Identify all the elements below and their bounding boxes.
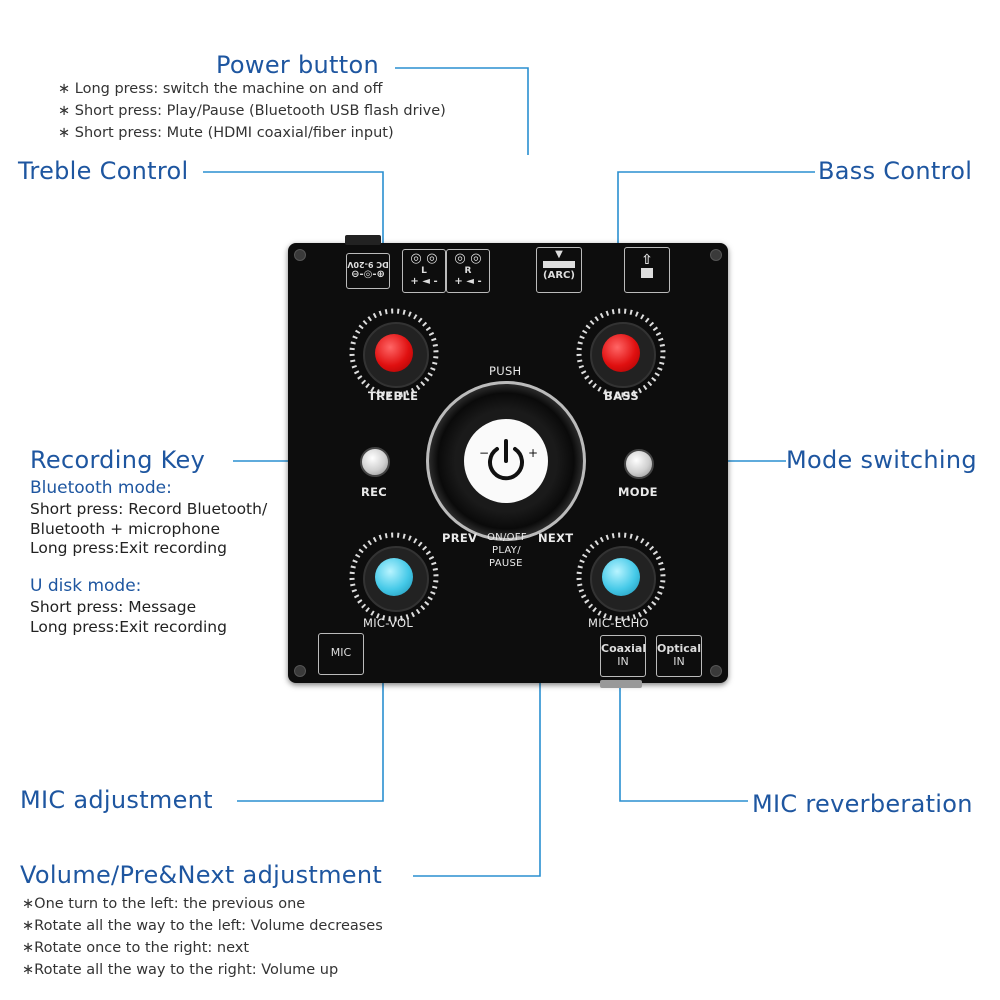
bass-scale-icon bbox=[576, 308, 666, 398]
onoff-label: ON/OFF bbox=[487, 532, 527, 543]
bluetooth-mode-lines: Short press: Record Bluetooth/ Bluetooth… bbox=[30, 500, 267, 559]
rec-label: REC bbox=[361, 485, 388, 499]
usb-icon: ⇧ bbox=[641, 252, 653, 268]
mic-reverberation-title: MIC reverberation bbox=[752, 790, 973, 818]
coaxial-in-label: IN bbox=[617, 655, 629, 668]
bluetooth-mode-heading: Bluetooth mode: bbox=[30, 478, 172, 498]
volume-note: ∗Rotate all the way to the left: Volume … bbox=[22, 918, 383, 934]
volume-note: ∗One turn to the left: the previous one bbox=[22, 896, 306, 912]
hdmi-arc-port[interactable]: ▼ (ARC) bbox=[536, 247, 582, 293]
mode-label: MODE bbox=[618, 485, 658, 499]
bass-control-title: Bass Control bbox=[818, 157, 973, 185]
svg-text:−: − bbox=[479, 446, 489, 460]
mode-switching-title: Mode switching bbox=[786, 446, 977, 474]
mic-vol-label: MIC-VOL bbox=[363, 616, 414, 630]
screw-icon bbox=[710, 249, 722, 261]
rec-button[interactable] bbox=[360, 447, 390, 477]
terminal-screws-icon: ◎ ◎ bbox=[410, 251, 438, 266]
optical-label: Optical bbox=[657, 642, 701, 655]
volume-note: ∗Rotate all the way to the right: Volume… bbox=[22, 962, 339, 978]
mic-port[interactable]: MIC bbox=[318, 633, 364, 675]
udisk-mode-heading: U disk mode: bbox=[30, 576, 142, 596]
udisk-line: Long press:Exit recording bbox=[30, 617, 227, 636]
volume-adjustment-title: Volume/Pre&Next adjustment bbox=[20, 861, 383, 889]
bt-line: Bluetooth + microphone bbox=[30, 519, 221, 538]
terminal-screws-icon: ◎ ◎ bbox=[454, 251, 482, 266]
power-icon: − + bbox=[479, 439, 538, 481]
playpause-label: PLAY/ bbox=[492, 545, 521, 556]
volume-note: ∗Rotate once to the right: next bbox=[22, 940, 250, 956]
playpause-label: PAUSE bbox=[489, 558, 523, 569]
speaker-terminal-right[interactable]: ◎ ◎ R + ◄ - bbox=[446, 249, 490, 293]
arc-label: (ARC) bbox=[543, 270, 575, 281]
optical-in-label: IN bbox=[673, 655, 685, 668]
prev-label: PREV bbox=[442, 531, 478, 545]
dc-power-port[interactable]: DC 9-20V ⊖-◎-⊕ bbox=[346, 253, 390, 289]
hdmi-slot-icon bbox=[543, 261, 575, 268]
usb-plug-icon bbox=[641, 268, 653, 278]
usb-port[interactable]: ⇧ bbox=[624, 247, 670, 293]
svg-text:+: + bbox=[528, 446, 538, 460]
bass-label: BASS bbox=[604, 389, 639, 403]
mode-button[interactable] bbox=[624, 449, 654, 479]
mic-vol-scale-icon bbox=[349, 532, 439, 622]
speaker-terminal-left[interactable]: ◎ ◎ L + ◄ - bbox=[402, 249, 446, 293]
coaxial-input-port[interactable]: Coaxial IN bbox=[600, 635, 646, 677]
treble-label: TREBLE bbox=[368, 389, 419, 403]
power-leader bbox=[395, 67, 529, 155]
volume-knob[interactable]: − + bbox=[426, 381, 586, 541]
speaker-right-label: R bbox=[464, 266, 472, 276]
power-note: ∗ Long press: switch the machine on and … bbox=[58, 81, 383, 97]
coaxial-label: Coaxial bbox=[601, 642, 647, 655]
screw-icon bbox=[294, 665, 306, 677]
mic-port-label: MIC bbox=[330, 646, 352, 659]
mic-echo-scale-icon bbox=[576, 532, 666, 622]
volume-notes: ∗One turn to the left: the previous one … bbox=[22, 893, 383, 981]
speaker-left-label: L bbox=[421, 266, 427, 276]
treble-control-title: Treble Control bbox=[18, 157, 189, 185]
dc-label: DC 9-20V bbox=[347, 260, 389, 269]
treble-knob[interactable] bbox=[375, 334, 413, 372]
dc-polarity-icon: ⊖-◎-⊕ bbox=[351, 269, 385, 280]
power-note: ∗ Short press: Play/Pause (Bluetooth USB… bbox=[58, 103, 446, 119]
speaker-icon: + ◄ - bbox=[454, 276, 482, 287]
bass-knob[interactable] bbox=[602, 334, 640, 372]
optical-input-port[interactable]: Optical IN bbox=[656, 635, 702, 677]
bottom-jack-stub bbox=[600, 680, 642, 688]
screw-icon bbox=[710, 665, 722, 677]
recording-key-title: Recording Key bbox=[30, 446, 206, 474]
bt-line: Short press: Record Bluetooth/ bbox=[30, 500, 268, 518]
mic-adjustment-title: MIC adjustment bbox=[20, 786, 213, 814]
mic-vol-knob[interactable] bbox=[375, 558, 413, 596]
speaker-icon: + ◄ - bbox=[410, 276, 438, 287]
power-notes: ∗ Long press: switch the machine on and … bbox=[58, 78, 446, 144]
mic-echo-label: MIC-ECHO bbox=[588, 616, 649, 630]
power-button[interactable]: − + bbox=[464, 419, 548, 503]
mic-echo-knob[interactable] bbox=[602, 558, 640, 596]
push-label: PUSH bbox=[489, 364, 522, 378]
bt-line: Long press:Exit recording bbox=[30, 539, 227, 557]
treble-scale-icon bbox=[349, 308, 439, 398]
next-label: NEXT bbox=[538, 531, 574, 545]
antenna-stub bbox=[345, 235, 381, 245]
udisk-mode-lines: Short press: Message Long press:Exit rec… bbox=[30, 598, 227, 637]
screw-icon bbox=[294, 249, 306, 261]
power-note: ∗ Short press: Mute (HDMI coaxial/fiber … bbox=[58, 125, 394, 141]
power-button-title: Power button bbox=[216, 51, 379, 79]
down-arrow-icon: ▼ bbox=[555, 249, 563, 260]
udisk-line: Short press: Message bbox=[30, 598, 197, 616]
amplifier-panel: DC 9-20V ⊖-◎-⊕ ◎ ◎ L + ◄ - ◎ ◎ R + ◄ - ▼… bbox=[288, 235, 728, 688]
